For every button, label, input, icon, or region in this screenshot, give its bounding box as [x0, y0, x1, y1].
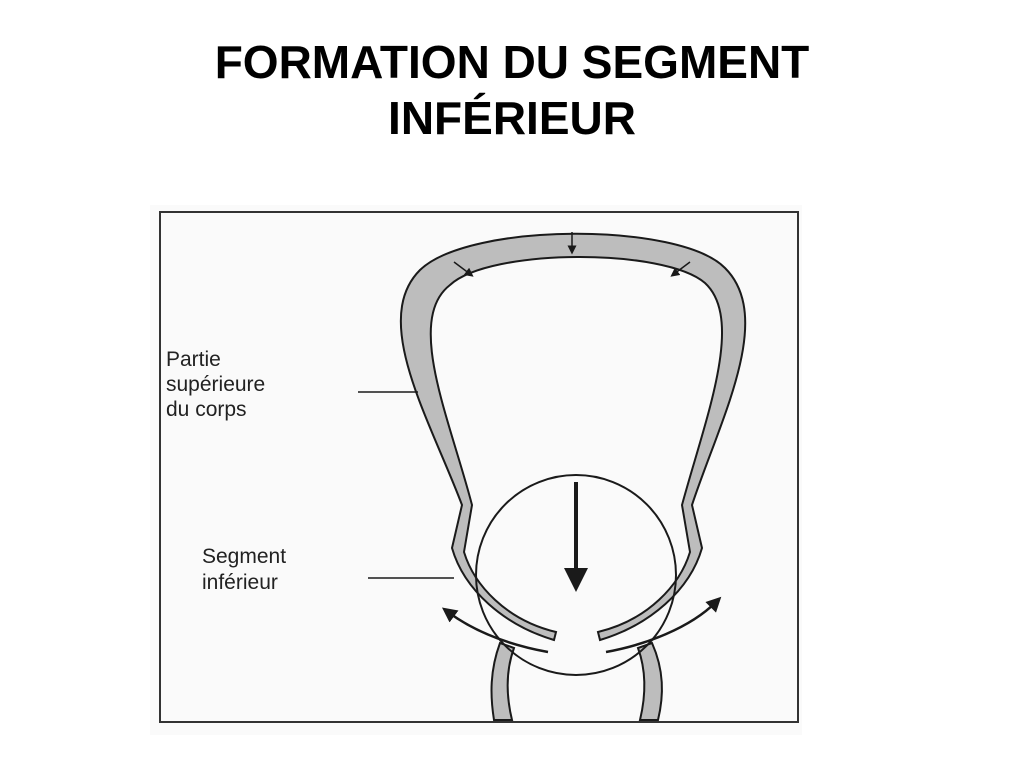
- label-upper-part-line-3: du corps: [166, 398, 247, 421]
- slide-title-line-2: INFÉRIEUR: [388, 92, 636, 144]
- slide-title: FORMATION DU SEGMENT INFÉRIEUR: [0, 34, 1024, 146]
- diagram-frame: [159, 211, 799, 723]
- uterine-wall: [399, 232, 747, 642]
- slide-title-line-1: FORMATION DU SEGMENT: [214, 36, 810, 88]
- fundus-arrow-left: [453, 261, 474, 277]
- label-upper-part-line-2: supérieure: [166, 373, 265, 396]
- cervix-arrow-left: [441, 607, 549, 654]
- cervix-arrow-right: [605, 596, 722, 654]
- label-lower-segment: Segment inférieur: [202, 545, 292, 594]
- label-upper-part: Partie supérieure du corps: [166, 348, 271, 421]
- fetal-head: [475, 474, 677, 676]
- right-vaginal-wall: [636, 641, 663, 721]
- label-upper-part-line-1: Partie: [166, 348, 221, 371]
- label-lower-segment-line-1: Segment: [202, 545, 286, 568]
- left-vaginal-wall: [490, 641, 516, 721]
- label-lower-segment-line-2: inférieur: [202, 571, 278, 594]
- fundus-arrow-right: [670, 261, 691, 277]
